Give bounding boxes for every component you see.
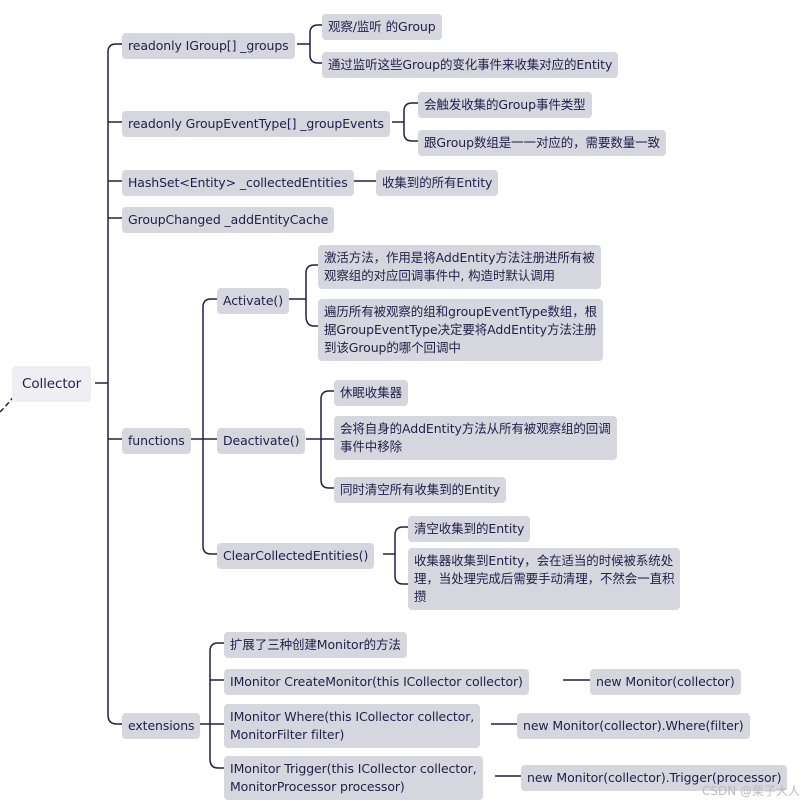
node-collected-entities[interactable]: HashSet<Entity> _collectedEntities [122,170,354,196]
note-group-events-match[interactable]: 跟Group数组是一一对应的，需要数量一致 [418,130,666,156]
note-deactivate-sleep[interactable]: 休眠收集器 [334,380,409,406]
node-deactivate[interactable]: Deactivate() [217,428,306,454]
node-where-monitor[interactable]: IMonitor Where(this ICollector collector… [224,704,481,748]
result-where-monitor[interactable]: new Monitor(collector).Where(filter) [517,713,750,739]
note-clear-process[interactable]: 收集器收集到Entity，会在适当的时候被系统处 理，当处理完成后需要手动清理，… [408,548,681,610]
watermark: CSDN @栗子大人 [701,784,800,798]
node-group-events[interactable]: readonly GroupEventType[] _groupEvents [122,111,390,137]
note-deactivate-clear[interactable]: 同时清空所有收集到的Entity [334,477,506,503]
note-deactivate-remove[interactable]: 会将自身的AddEntity方法从所有被观察组的回调 事件中移除 [334,416,617,460]
note-collected-entities[interactable]: 收集到的所有Entity [376,170,499,196]
node-extensions[interactable]: extensions [122,713,201,739]
result-trigger-monitor[interactable]: new Monitor(collector).Trigger(processor… [521,765,788,791]
node-create-monitor[interactable]: IMonitor CreateMonitor(this ICollector c… [224,669,529,695]
note-activate-iterate[interactable]: 遍历所有被观察的组和groupEventType数组，根 据GroupEvent… [318,299,604,361]
node-functions[interactable]: functions [122,428,191,454]
result-create-monitor[interactable]: new Monitor(collector) [590,669,741,695]
note-extensions-intro[interactable]: 扩展了三种创建Monitor的方法 [224,632,407,658]
note-group-events-type[interactable]: 会触发收集的Group事件类型 [418,92,592,118]
node-clear-collected[interactable]: ClearCollectedEntities() [217,543,375,569]
node-groups[interactable]: readonly IGroup[] _groups [122,33,295,59]
node-add-entity-cache[interactable]: GroupChanged _addEntityCache [122,207,335,233]
root-node-collector[interactable]: Collector [12,366,92,402]
note-activate-purpose[interactable]: 激活方法，作用是将AddEntity方法注册进所有被 观察组的对应回调事件中, … [318,245,601,289]
note-clear-collected[interactable]: 清空收集到的Entity [408,516,531,542]
node-activate[interactable]: Activate() [217,288,289,314]
note-groups-observe[interactable]: 观察/监听 的Group [322,14,442,40]
note-groups-collect[interactable]: 通过监听这些Group的变化事件来收集对应的Entity [322,52,619,78]
node-trigger-monitor[interactable]: IMonitor Trigger(this ICollector collect… [224,756,483,800]
